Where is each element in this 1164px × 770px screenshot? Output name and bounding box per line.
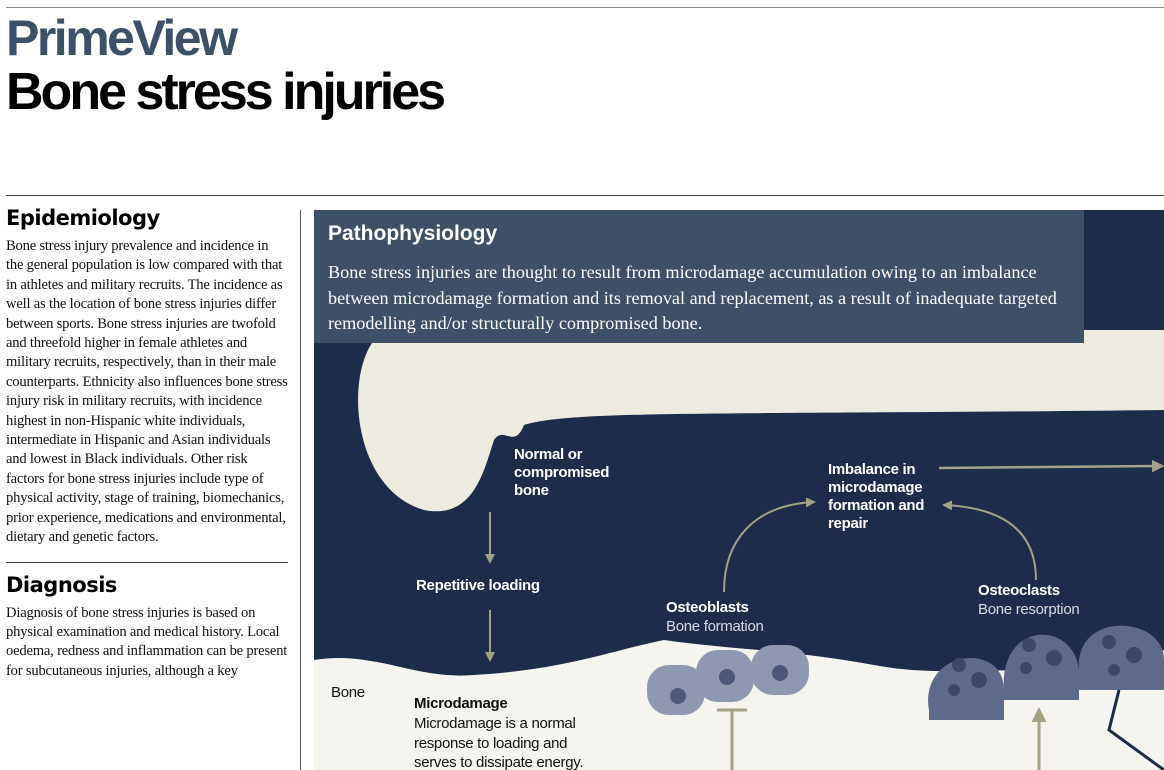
label-imbalance: Imbalance in microdamage formation and r… xyxy=(828,461,925,532)
bone-shaft-shape xyxy=(358,330,1164,512)
pathophysiology-panel: Pathophysiology Bone stress injuries are… xyxy=(314,210,1164,770)
label-repetitive-loading: Repetitive loading xyxy=(416,577,540,594)
osteoblast-cells xyxy=(647,645,809,715)
diagnosis-heading: Diagnosis xyxy=(6,572,117,597)
section-divider xyxy=(6,561,288,563)
epidemiology-heading: Epidemiology xyxy=(6,206,160,230)
label-normal-bone: Normal or compromised bone xyxy=(514,446,610,499)
osteoclast-cells xyxy=(928,625,1164,720)
label-osteoclasts: Osteoclasts xyxy=(978,582,1060,599)
label-microdamage-text: Microdamage is a normal response to load… xyxy=(414,715,584,770)
column-divider xyxy=(300,210,301,770)
label-bone: Bone xyxy=(331,684,365,701)
pathophysiology-heading: Pathophysiology xyxy=(328,222,498,245)
label-microdamage: Microdamage xyxy=(414,695,508,712)
top-rule xyxy=(6,7,1164,8)
label-osteoblasts: Osteoblasts xyxy=(666,599,749,616)
arrow-imbalance-right xyxy=(938,459,1164,473)
pathophysiology-diagram xyxy=(314,330,1164,770)
epidemiology-text: Bone stress injury prevalence and incide… xyxy=(6,238,288,546)
label-bone-resorption: Bone resorption xyxy=(978,601,1080,618)
arrow-osteoblasts-to-imbalance xyxy=(723,497,816,593)
page-title: Bone stress injuries xyxy=(6,63,446,121)
header-rule xyxy=(6,195,1164,196)
brand-title: PrimeView xyxy=(6,10,238,66)
pathophysiology-intro: Bone stress injuries are thought to resu… xyxy=(328,262,1057,333)
diagnosis-text: Diagnosis of bone stress injuries is bas… xyxy=(6,604,288,679)
left-column: Epidemiology Bone stress injury prevalen… xyxy=(6,206,288,681)
label-bone-formation: Bone formation xyxy=(666,618,764,635)
crack-line xyxy=(1107,689,1164,770)
pathophysiology-header: Pathophysiology Bone stress injuries are… xyxy=(314,210,1084,343)
arrow-osteoclasts-to-imbalance xyxy=(942,500,1037,581)
